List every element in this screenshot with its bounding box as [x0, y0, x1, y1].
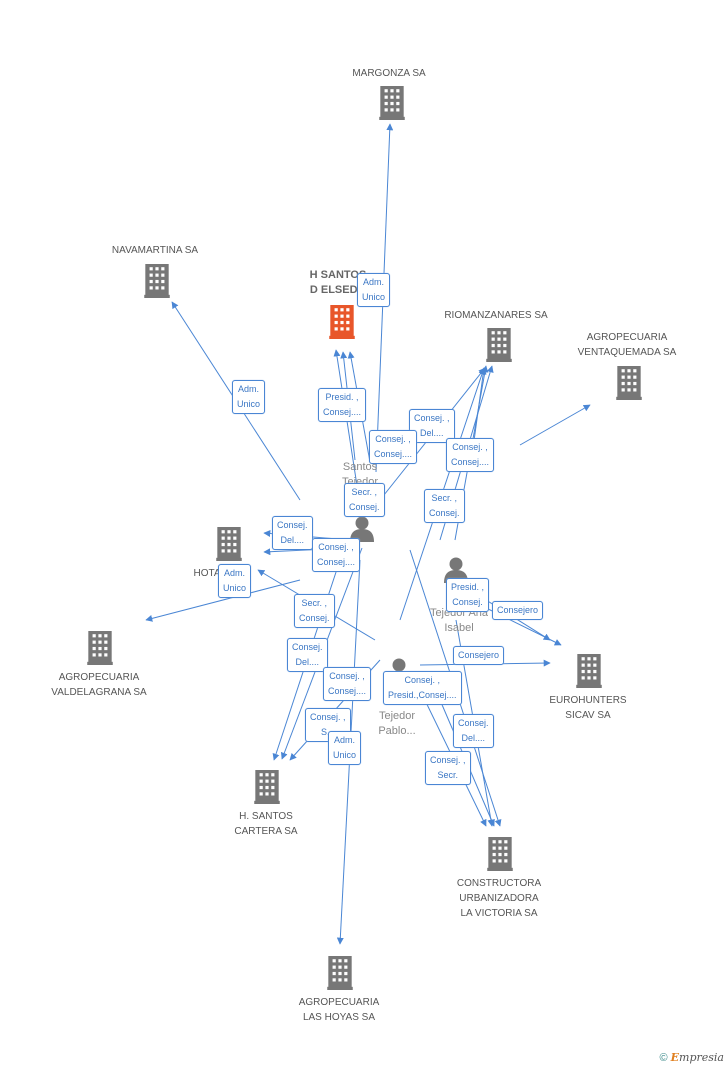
building-icon-navamartina[interactable] [144, 264, 170, 298]
copyright-icon: © [659, 1052, 668, 1064]
relation-label-e2[interactable]: Adm. Unico [357, 273, 391, 307]
company-label-hsantos_main[interactable]: H SANTOS D ELSEDO [309, 269, 367, 296]
building-icon-hsantos_cartera[interactable] [254, 770, 280, 804]
relation-label-e18[interactable]: Consej. , Presid.,Consej.... [383, 671, 462, 705]
relation-label-e10[interactable]: Consej. , Consej.... [312, 538, 361, 572]
building-icon-constructora[interactable] [487, 837, 513, 871]
edge-line-13 [145, 579, 301, 622]
relation-label-e11[interactable]: Adm. Unico [218, 564, 252, 598]
relation-label-e3[interactable]: Presid. , Consej.... [318, 388, 367, 422]
relation-label-e8[interactable]: Secr. , Consej. [424, 489, 465, 523]
relation-label-e16[interactable]: Consejero [453, 646, 505, 665]
building-icon-riomanzanares[interactable] [486, 328, 512, 362]
relation-label-e7[interactable]: Secr. , Consej. [344, 483, 385, 517]
company-label-riomanzanares[interactable]: RIOMANZANARES SA [444, 310, 548, 321]
relation-label-e20[interactable]: Adm. Unico [328, 731, 362, 765]
company-label-valdelagrana[interactable]: AGROPECUARIA VALDELAGRANA SA [51, 672, 147, 698]
building-icon-valdelagrana[interactable] [87, 631, 113, 665]
building-icon-hsantos_main[interactable] [329, 305, 355, 339]
building-icon-ventaquemada[interactable] [616, 366, 642, 400]
company-label-navamartina[interactable]: NAVAMARTINA SA [111, 245, 199, 256]
building-icon-eurohunters[interactable] [576, 654, 602, 688]
company-label-margonza[interactable]: MARGONZA SA [352, 68, 426, 79]
empresia-logo[interactable]: © Empresia [659, 1051, 724, 1064]
company-label-ventaquemada[interactable]: AGROPECUARIA VENTAQUEMADA SA [577, 332, 677, 358]
building-icon-hota[interactable] [216, 527, 242, 561]
brand-name: Empresia [670, 1051, 724, 1064]
building-icon-margonza[interactable] [379, 86, 405, 120]
edge-line-7 [519, 404, 591, 446]
relation-label-e5[interactable]: Consej. , Consej.... [446, 438, 495, 472]
relation-label-e21[interactable]: Consej. Del.... [453, 714, 494, 748]
company-label-hota[interactable]: HOTA [193, 568, 221, 579]
relation-label-e15[interactable]: Consej. Del.... [287, 638, 328, 672]
relation-label-e12[interactable]: Presid. , Consej. [446, 578, 490, 612]
nodes-layer [87, 86, 642, 990]
company-label-hsantos_cartera[interactable]: H. SANTOS CARTERA SA [234, 811, 298, 837]
relation-label-e6[interactable]: Consej. , Consej.... [369, 430, 418, 464]
relation-label-e9[interactable]: Consej. Del.... [272, 516, 313, 550]
relation-label-e17[interactable]: Consej. , Consej.... [323, 667, 372, 701]
relation-label-e22[interactable]: Consej. , Secr. [425, 751, 471, 785]
relation-label-e1[interactable]: Adm. Unico [232, 380, 266, 414]
building-icon-lashoyas[interactable] [327, 956, 353, 990]
relation-label-e14[interactable]: Secr. , Consej. [294, 594, 335, 628]
relation-label-e13[interactable]: Consejero [492, 601, 544, 620]
company-label-constructora[interactable]: CONSTRUCTORA URBANIZADORA LA VICTORIA SA [456, 878, 542, 919]
company-label-lashoyas[interactable]: AGROPECUARIA LAS HOYAS SA [298, 997, 380, 1023]
company-label-eurohunters[interactable]: EUROHUNTERS SICAV SA [549, 695, 627, 721]
